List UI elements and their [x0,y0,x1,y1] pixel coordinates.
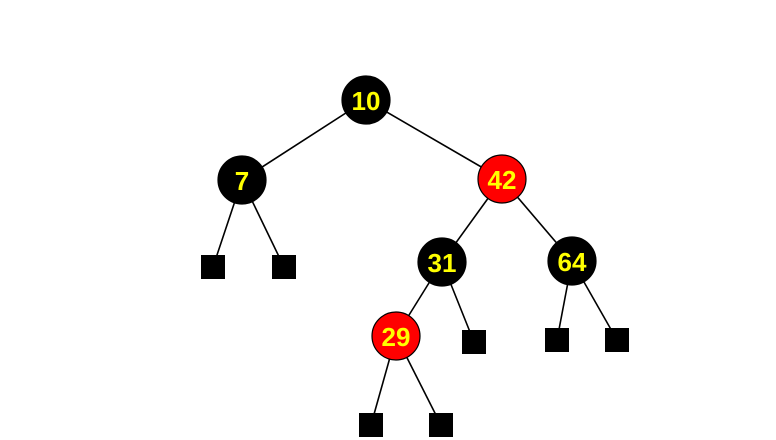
node-circle-black [417,237,467,287]
leaf-29-left-nil-leaf [359,413,383,437]
node-label: 10 [352,86,381,116]
node-label: 29 [382,322,411,352]
leaf-7-left-nil-leaf [201,255,225,279]
edge-n10-n42 [365,99,503,180]
leaf-64-right-nil-leaf [605,328,629,352]
tree-node-7: 7 [217,155,267,205]
node-label: 42 [488,165,517,195]
tree-nodes: 10 7 42 31 64 29 [217,75,597,361]
node-circle-black [217,155,267,205]
node-circle-black [341,75,391,125]
tree-node-42: 42 [477,154,527,204]
leaf-64-left-nil-leaf [545,328,569,352]
node-label: 31 [428,248,457,278]
node-label: 7 [235,166,249,196]
tree-node-10: 10 [341,75,391,125]
node-circle-black [547,236,597,286]
node-circle-red [477,154,527,204]
leaf-29-right-nil-leaf [429,413,453,437]
tree-node-31: 31 [417,237,467,287]
tree-node-64: 64 [547,236,597,286]
tree-node-29: 29 [371,311,421,361]
tree-leaves [201,255,629,437]
leaf-31-right-nil-leaf [462,330,486,354]
leaf-7-right-nil-leaf [272,255,296,279]
node-circle-red [371,311,421,361]
node-label: 64 [558,247,587,277]
